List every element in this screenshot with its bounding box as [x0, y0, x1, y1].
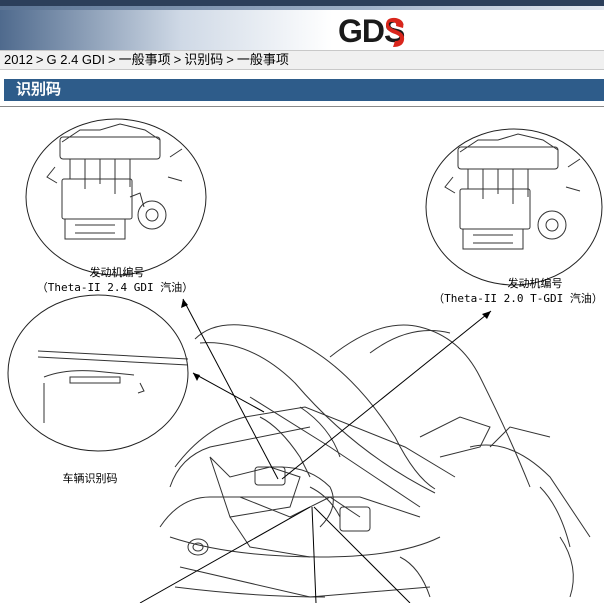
- breadcrumb-item-engine[interactable]: G 2.4 GDI: [46, 52, 106, 67]
- car-drawing: [159, 324, 591, 598]
- breadcrumb-separator: >: [35, 52, 44, 67]
- breadcrumb: 2012>G 2.4 GDI>一般事项>识别码>一般事项: [0, 50, 604, 70]
- arrow-lower-right: [313, 506, 411, 604]
- vin-callout: [7, 294, 189, 452]
- arrow-heads: [181, 299, 491, 381]
- vin-title: 车辆识别码: [62, 472, 118, 485]
- arrowhead-vin: [193, 373, 200, 381]
- engine-left-callout: [25, 118, 207, 276]
- engine-left-title: 发动机编号: [89, 266, 145, 279]
- arrow-lower-mid: [311, 506, 317, 604]
- logo-swoosh: [386, 17, 405, 47]
- breadcrumb-item-general[interactable]: 一般事项: [118, 52, 171, 67]
- engine-right-title: 发动机编号: [507, 277, 563, 290]
- arrow-lower-left: [139, 506, 311, 604]
- breadcrumb-item-current: 一般事项: [236, 52, 289, 67]
- arrow-engine-right: [281, 310, 492, 480]
- breadcrumb-separator: >: [108, 52, 116, 67]
- header-stripe: [0, 6, 604, 10]
- arrow-vin: [192, 372, 265, 413]
- vehicle-illustration: [7, 118, 603, 604]
- engine-right-subtitle: （Theta-II 2.0 T-GDI 汽油）: [433, 292, 603, 305]
- app-header: GDS: [0, 0, 604, 50]
- breadcrumb-item-identification[interactable]: 识别码: [184, 52, 224, 67]
- engine-left-drawing: [46, 123, 183, 240]
- callout-arrows: [139, 298, 492, 604]
- engine-right-drawing: [444, 133, 581, 250]
- vin-plate-drawing: [37, 350, 189, 423]
- breadcrumb-separator: >: [173, 52, 182, 67]
- arrow-engine-left: [182, 298, 279, 480]
- header-gradient: [0, 10, 604, 50]
- engine-left-subtitle: （Theta-II 2.4 GDI 汽油）: [36, 281, 194, 294]
- gds-logo: GDS: [338, 13, 406, 48]
- breadcrumb-separator: >: [226, 52, 234, 67]
- identification-figure: 发动机编号 （Theta-II 2.4 GDI 汽油） 发动机编号 （Theta…: [0, 106, 604, 604]
- breadcrumb-item-year[interactable]: 2012: [4, 52, 33, 67]
- engine-right-callout: [425, 128, 603, 286]
- arrowhead-engine-left: [181, 299, 188, 308]
- section-title: 识别码: [4, 79, 604, 101]
- arrowhead-engine-right: [482, 311, 491, 319]
